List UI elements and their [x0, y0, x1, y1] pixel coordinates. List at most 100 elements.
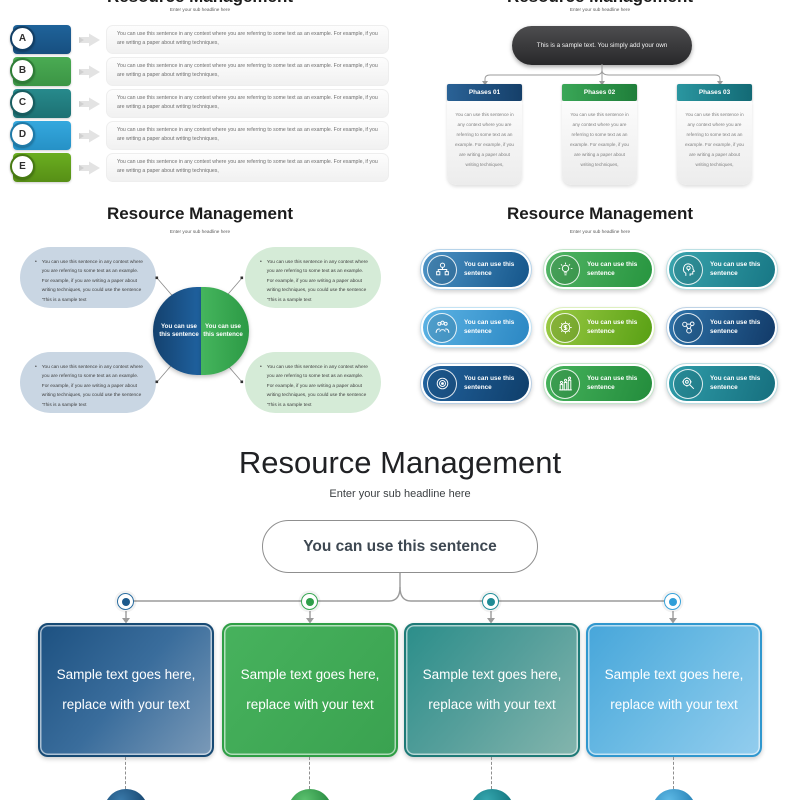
arrow-right-icon	[79, 129, 100, 143]
item-color-bar: C	[10, 89, 71, 118]
item-color-bar: D	[10, 121, 71, 150]
slide-lettered-list: Resource Management Enter your sub headl…	[0, 0, 400, 197]
finance-gear-icon	[550, 312, 580, 343]
item-text: You can use this sentence in any context…	[106, 89, 389, 118]
branch-node	[117, 593, 134, 610]
target-focus-icon	[427, 368, 457, 399]
item-text: You can use this sentence in any context…	[106, 153, 389, 182]
hierarchy-connector-lines	[122, 573, 677, 624]
callout-bubble: • You can use this sentence in any conte…	[20, 247, 156, 308]
pill-label: You can use this sentence	[464, 318, 515, 335]
list-item: A You can use this sentence in any conte…	[10, 25, 389, 54]
phase-body: You can use this sentence in any context…	[562, 101, 637, 185]
sphere-marker	[104, 789, 148, 800]
bullet-icon: •	[35, 259, 37, 265]
info-pill: You can use this sentence	[543, 307, 655, 348]
sample-text-box: Sample text goes here, replace with your…	[404, 623, 580, 757]
slide-title: Resource Management	[506, 204, 694, 223]
slide-subtitle: Enter your sub headline here	[569, 229, 631, 234]
phase-header: Phases 03	[677, 84, 752, 101]
info-pill: You can use this sentence	[420, 307, 532, 348]
bubble-text: You can use this sentence in any context…	[266, 365, 368, 408]
info-pill: You can use this sentence	[420, 249, 532, 290]
item-letter-badge: A	[10, 26, 35, 51]
phase-body: You can use this sentence in any context…	[447, 101, 522, 185]
item-text: You can use this sentence in any context…	[106, 121, 389, 150]
callout-bubble: • You can use this sentence in any conte…	[245, 247, 381, 308]
slide-title: Resource Management	[106, 204, 294, 223]
item-color-bar: B	[10, 57, 71, 86]
team-care-icon	[427, 312, 457, 343]
gear-search-icon	[673, 368, 703, 399]
callout-bubble: • You can use this sentence in any conte…	[20, 352, 156, 413]
network-gears-icon	[673, 312, 703, 343]
info-pill: You can use this sentence	[666, 363, 778, 404]
dashed-connector	[309, 757, 310, 789]
item-color-bar: E	[10, 153, 71, 182]
phase-header: Phases 01	[447, 84, 522, 101]
arrow-right-icon	[79, 161, 100, 175]
item-text: You can use this sentence in any context…	[106, 57, 389, 86]
dashed-connector	[125, 757, 126, 789]
branch-node	[664, 593, 681, 610]
item-letter-badge: E	[10, 154, 35, 179]
pill-label: You can use this sentence	[587, 374, 638, 391]
bullet-icon: •	[35, 364, 37, 370]
pill-label: You can use this sentence	[587, 260, 638, 277]
sample-text-box: Sample text goes here, replace with your…	[38, 623, 214, 757]
slide-title: Resource Management	[0, 0, 400, 7]
pill-label: You can use this sentence	[587, 318, 638, 335]
list-item: C You can use this sentence in any conte…	[10, 89, 389, 118]
sphere-marker	[470, 789, 514, 800]
pill-label: You can use this sentence	[464, 374, 515, 391]
callout-bubble: • You can use this sentence in any conte…	[245, 352, 381, 413]
list-item: D You can use this sentence in any conte…	[10, 121, 389, 150]
item-letter-badge: D	[10, 122, 35, 147]
slide-icon-pills: Resource Management Enter your sub headl…	[400, 200, 800, 430]
sphere-marker	[288, 789, 332, 800]
org-structure-icon	[427, 254, 457, 285]
sample-text-box: Sample text goes here, replace with your…	[586, 623, 762, 757]
phase-header: Phases 02	[562, 84, 637, 101]
slide-phases: Resource Management Enter your sub headl…	[400, 0, 800, 197]
slide-subtitle: Enter your sub headline here	[169, 7, 231, 12]
arrow-right-icon	[79, 97, 100, 111]
list-rows: A You can use this sentence in any conte…	[10, 25, 389, 185]
item-letter-badge: C	[10, 90, 35, 115]
item-text: You can use this sentence in any context…	[106, 25, 389, 54]
info-pill: You can use this sentence	[666, 249, 778, 290]
pill-label: You can use this sentence	[710, 374, 761, 391]
branch-node	[482, 593, 499, 610]
root-sentence-pill: You can use this sentence	[262, 520, 538, 573]
pill-label: You can use this sentence	[464, 260, 515, 277]
info-pill: You can use this sentence	[543, 249, 655, 290]
item-letter-badge: B	[10, 58, 35, 83]
bubble-text: You can use this sentence in any context…	[41, 365, 143, 408]
slide-split-circle: Resource Management Enter your sub headl…	[0, 200, 400, 430]
slide-title: Resource Management	[238, 445, 562, 480]
item-color-bar: A	[10, 25, 71, 54]
arrow-right-icon	[79, 65, 100, 79]
info-pill: You can use this sentence	[666, 307, 778, 348]
creative-mind-icon	[673, 254, 703, 285]
dashed-connector	[673, 757, 674, 789]
list-item: E You can use this sentence in any conte…	[10, 153, 389, 182]
dashed-connector	[491, 757, 492, 789]
pill-label: You can use this sentence	[710, 318, 761, 335]
info-pill: You can use this sentence	[420, 363, 532, 404]
sphere-marker	[652, 789, 696, 800]
slide-subtitle: Enter your sub headline here	[329, 488, 471, 500]
bullet-icon: •	[260, 259, 262, 265]
phase-body: You can use this sentence in any context…	[677, 101, 752, 185]
info-pill: You can use this sentence	[543, 363, 655, 404]
growth-chart-icon	[550, 368, 580, 399]
slide-hierarchy: Resource Management Enter your sub headl…	[0, 430, 800, 800]
list-item: B You can use this sentence in any conte…	[10, 57, 389, 86]
idea-bulb-icon	[550, 254, 580, 285]
branch-node	[301, 593, 318, 610]
pill-label: You can use this sentence	[710, 260, 761, 277]
bubble-text: You can use this sentence in any context…	[266, 260, 368, 303]
slide-subtitle: Enter your sub headline here	[169, 229, 231, 234]
bubble-text: You can use this sentence in any context…	[41, 260, 143, 303]
